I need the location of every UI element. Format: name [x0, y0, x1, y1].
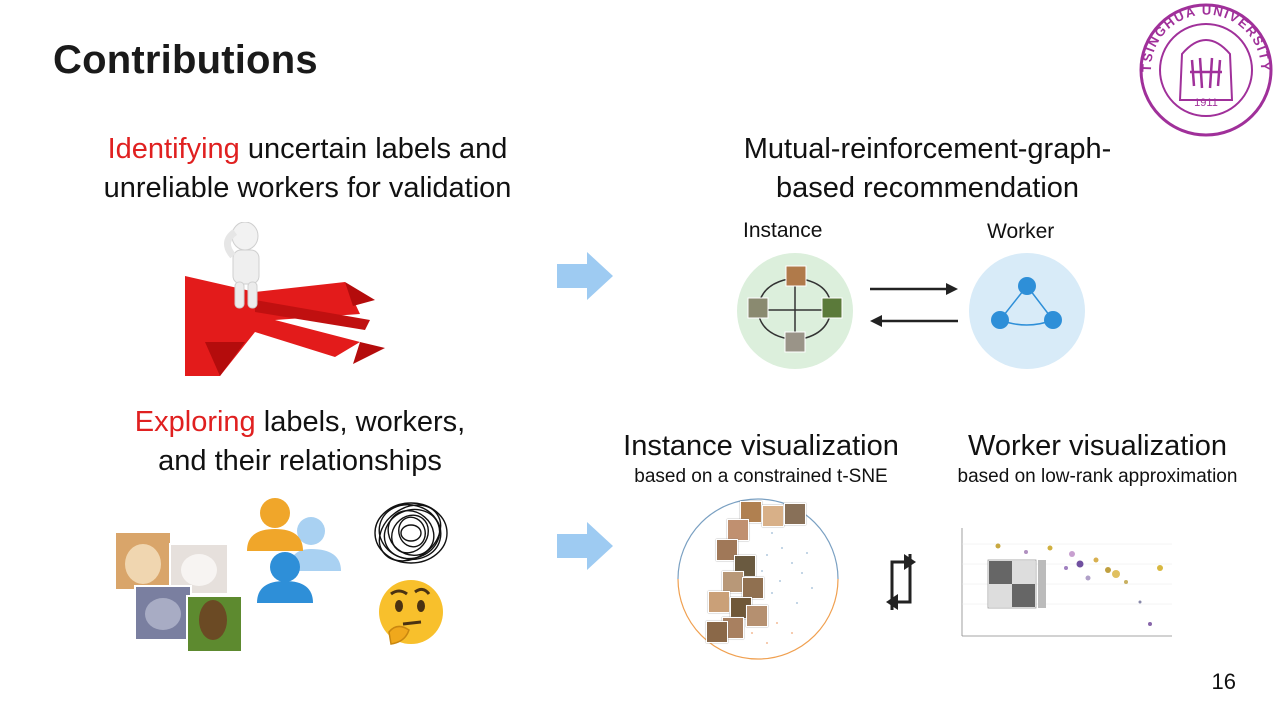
instance-graph [736, 252, 854, 370]
exploring-rest: labels, workers, [255, 406, 466, 438]
worker-vis-title: Worker visualization [968, 430, 1227, 462]
worker-graph-label: Worker [987, 220, 1055, 243]
tsne-visualization [672, 493, 844, 665]
logo-year: 1911 [1194, 97, 1218, 109]
recommendation-text: Mutual-reinforcement-graph- based recomm… [700, 130, 1155, 208]
decision-crossroads-illustration [185, 221, 390, 376]
arrow-right-icon [557, 522, 613, 570]
worker-scatter-visualization [950, 524, 1182, 648]
mutual-arrows-icon [868, 280, 960, 330]
identifying-line2: unreliable workers for validation [103, 172, 512, 204]
identifying-highlight: Identifying [107, 133, 240, 165]
worker-graph [968, 252, 1086, 370]
instance-vis-subtitle: based on a constrained t-SNE [634, 466, 888, 487]
worker-vis-subtitle: based on low-rank approximation [957, 466, 1238, 487]
exploring-highlight: Exploring [134, 406, 256, 438]
instance-graph-label: Instance [743, 219, 823, 242]
slide-title: Contributions [53, 38, 318, 82]
tsinghua-logo: TSINGHUA UNIVERSITY 1911 [1138, 2, 1274, 138]
identifying-rest: uncertain labels and [239, 133, 508, 165]
instance-vis-title: Instance visualization [623, 430, 899, 462]
thinking-face-icon [375, 578, 447, 648]
arrow-right-icon [557, 252, 613, 300]
svg-text:TSINGHUA UNIVERSITY: TSINGHUA UNIVERSITY [1139, 2, 1273, 72]
logo-ring-text: TSINGHUA UNIVERSITY [1139, 2, 1272, 72]
recommendation-line2: based recommendation [775, 172, 1080, 204]
recommendation-line1: Mutual-reinforcement-graph- [743, 133, 1112, 165]
scribble-icon [370, 498, 452, 568]
animal-photos-collage [114, 528, 245, 654]
refresh-cycle-icon [884, 548, 918, 616]
identifying-text: Identifying uncertain labels and unrelia… [70, 130, 545, 208]
page-number: 16 [1211, 669, 1236, 694]
user-group-icon [245, 495, 345, 605]
exploring-line2: and their relationships [158, 445, 442, 477]
exploring-text: Exploring labels, workers, and their rel… [80, 403, 520, 481]
